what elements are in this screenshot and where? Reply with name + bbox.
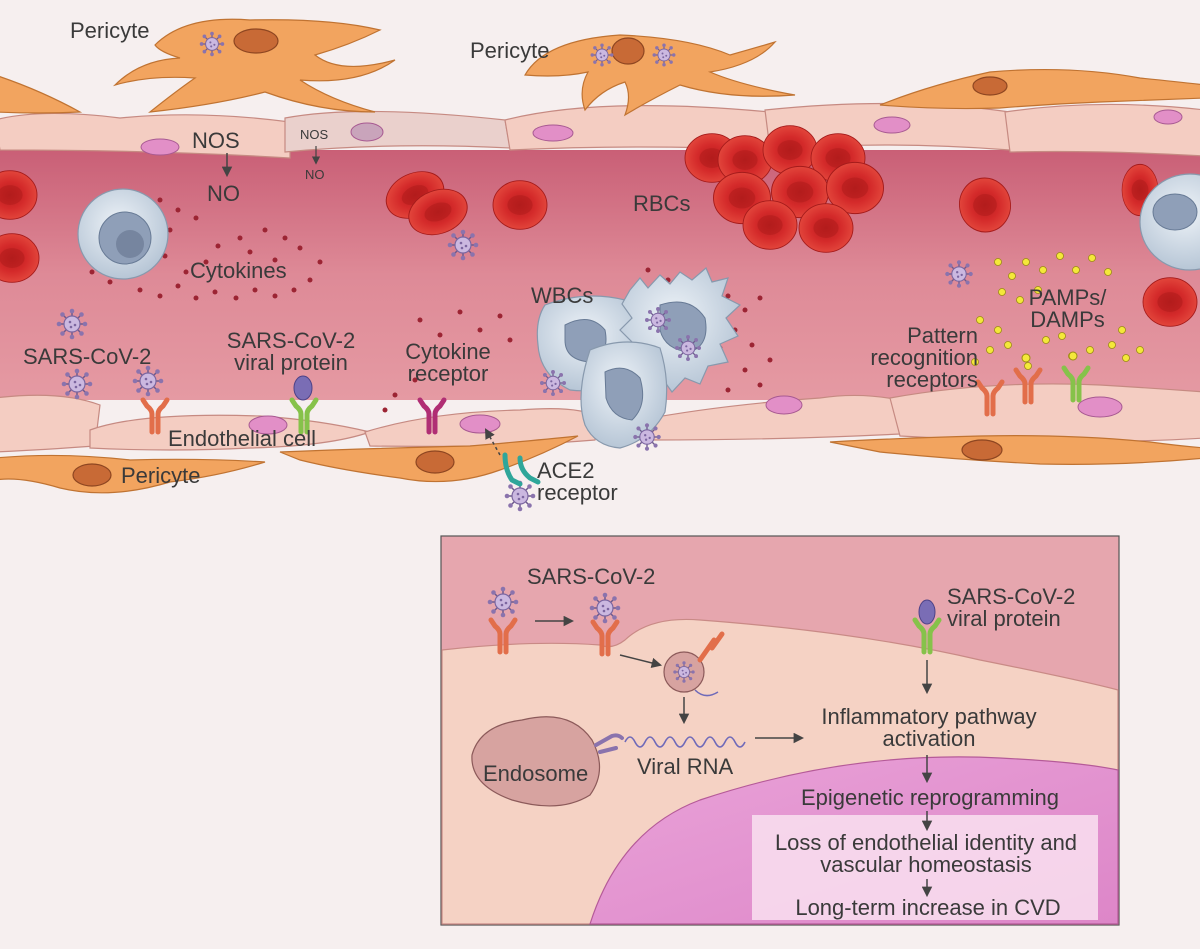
- loss-line1: Loss of endothelial identity and: [774, 830, 1078, 855]
- viral-protein-label: SARS-CoV-2 viral protein: [205, 330, 377, 374]
- endothelial-cell-label: Endothelial cell: [168, 426, 316, 451]
- prr-label: Pattern recognition receptors: [848, 325, 978, 391]
- pericyte-top-mid: [524, 34, 796, 117]
- inflammatory-activation-label: Inflammatory pathway activation: [795, 706, 1063, 750]
- inset-viral-protein-line1: SARS-CoV-2: [947, 584, 1076, 609]
- wbc-right-edge: [1139, 173, 1200, 271]
- pericyte-bottom-left: [0, 454, 266, 494]
- endosome-label: Endosome: [483, 761, 589, 786]
- ace2-label-line2: receptor: [537, 480, 618, 505]
- inset-viral-protein-line2: viral protein: [947, 606, 1061, 631]
- receptors-vessel: [143, 351, 1088, 487]
- nos-label-small: NOS: [300, 127, 329, 142]
- inset-viral-protein-label: SARS-CoV-2 viral protein: [947, 586, 1075, 630]
- cytokine-receptor-label-line2: receptor: [407, 361, 489, 386]
- no-label-large: NO: [207, 181, 240, 206]
- cytokines-label: Cytokines: [190, 258, 287, 283]
- ace2-arrow: [484, 428, 501, 456]
- pamps-damps-label: PAMPs/ DAMPs: [1010, 287, 1125, 331]
- pericyte-top-right: [879, 68, 1200, 110]
- viral-rna-label: Viral RNA: [637, 754, 734, 779]
- loss-line2: vascular homeostasis: [820, 852, 1032, 877]
- pericyte-bottom-right: [829, 435, 1200, 465]
- nos-label-large: NOS: [192, 128, 240, 153]
- endosome: [471, 716, 601, 807]
- ace2-receptor-label: ACE2 receptor: [537, 460, 618, 504]
- endothelial-nuclei-top: [140, 109, 1183, 156]
- pamps-label-line1: PAMPs/: [1028, 285, 1107, 310]
- pericyte-top-left: [112, 18, 396, 113]
- rbcs-label: RBCs: [633, 191, 691, 216]
- bottom-endothelium: [0, 383, 1200, 453]
- ace2-label-line1: ACE2: [537, 458, 595, 483]
- wbcs-label: WBCs: [531, 283, 594, 308]
- pericyte-bottom-mid: [279, 435, 579, 483]
- wbc-cluster: [536, 267, 742, 449]
- pamps-damps-dots: [971, 252, 1144, 370]
- viral-protein-shape: [293, 375, 313, 401]
- inflammatory-line2: activation: [882, 726, 976, 751]
- inset-panel: [440, 535, 1120, 926]
- loss-identity-label: Loss of endothelial identity and vascula…: [756, 832, 1096, 876]
- no-label-small: NO: [305, 167, 325, 182]
- top-endothelium: [0, 102, 1200, 159]
- cytokine-receptor-label: Cytokine receptor: [393, 341, 503, 385]
- prr-label-line3: receptors: [886, 367, 978, 392]
- inset-sars-cov-2-label: SARS-CoV-2: [527, 564, 656, 589]
- prr-label-line1: Pattern: [907, 323, 978, 348]
- pamps-label-line2: DAMPs: [1030, 307, 1105, 332]
- viral-rna: [624, 736, 746, 748]
- wbc-left: [77, 188, 169, 280]
- pericyte-label-top-left: Pericyte: [70, 18, 150, 43]
- epigenetic-reprogramming-label: Epigenetic reprogramming: [800, 785, 1060, 810]
- cytokine-receptor-label-line1: Cytokine: [405, 339, 491, 364]
- cvd-label: Long-term increase in CVD: [795, 895, 1061, 920]
- prr-label-line2: recognition: [870, 345, 978, 370]
- viral-protein-label-line2: viral protein: [234, 350, 348, 375]
- sars-cov-2-label: SARS-CoV-2: [23, 344, 152, 369]
- viral-protein-label-line1: SARS-CoV-2: [226, 328, 356, 353]
- endothelial-nuclei-bottom: [248, 395, 1123, 435]
- pericyte-label-bottom: Pericyte: [121, 463, 201, 488]
- inflammatory-line1: Inflammatory pathway: [821, 704, 1037, 729]
- pericyte-label-top-mid: Pericyte: [470, 38, 550, 63]
